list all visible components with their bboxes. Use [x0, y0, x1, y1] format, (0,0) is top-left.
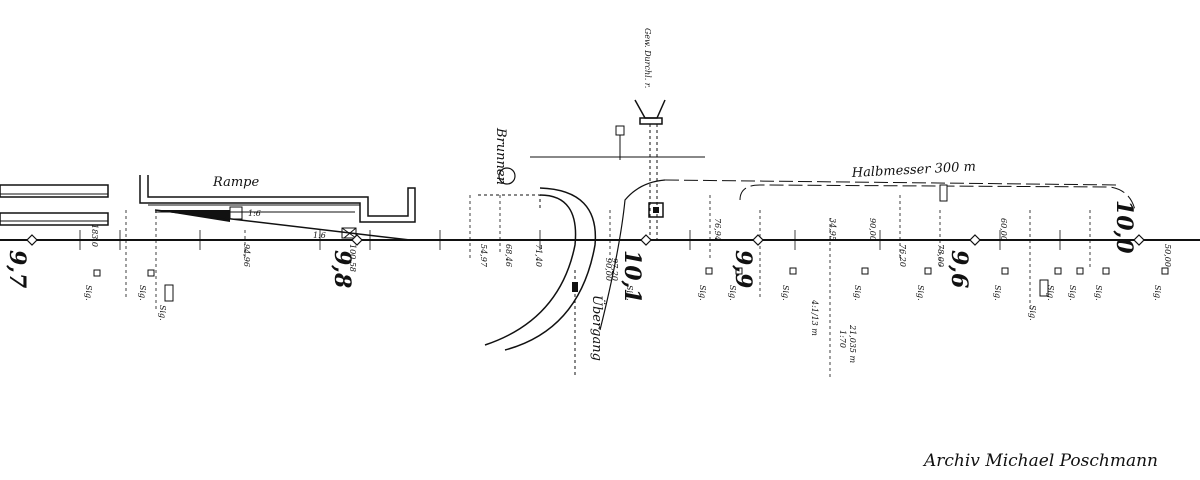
- signal-label: Sig.: [1068, 285, 1077, 301]
- signal-label: Sig.: [728, 285, 737, 301]
- station-label: 50,00: [1163, 244, 1172, 267]
- label-durchlass: Gew. Durchl. r.: [643, 28, 652, 88]
- km-label: 10,1: [619, 250, 645, 304]
- station-label: 76,20: [898, 244, 907, 267]
- station-label: 71,40: [534, 244, 543, 267]
- label-gradient: 1:70: [838, 330, 847, 348]
- station-label: 90,00: [868, 218, 877, 241]
- ramp-structure: [139, 175, 416, 241]
- curved-branch: [484, 179, 1136, 375]
- label-rampe: Rampe: [212, 175, 259, 190]
- label-gradient-3: 21,035 m: [848, 324, 857, 364]
- signal-label: Sig.: [1153, 285, 1162, 301]
- signal-label: Sig.: [625, 285, 634, 301]
- station-label: 54,97: [479, 244, 488, 268]
- signal-label: Sig.: [1094, 285, 1103, 301]
- archive-credit: Archiv Michael Poschmann: [924, 451, 1158, 471]
- culvert-structure: [634, 99, 666, 240]
- station-label: 100,58: [348, 244, 357, 272]
- well-brunnen: [478, 167, 541, 210]
- signal-label: Sig.: [781, 285, 790, 301]
- km-label: 9,6: [946, 250, 972, 288]
- signal-label: Sig.: [138, 285, 147, 301]
- signal-label: Sig.: [853, 285, 862, 301]
- km-label: 9,7: [4, 250, 30, 289]
- station-numbers: 183,0 54,97 90,00 97,20 76,94 68,46 71,4…: [90, 218, 1172, 281]
- signal-label: Sig.: [1028, 305, 1037, 321]
- station-label: 60,00: [999, 218, 1008, 241]
- km-label: 9,8: [329, 250, 355, 288]
- station-label: 183,0: [90, 224, 99, 247]
- label-brunnen: Brunnen: [493, 127, 508, 185]
- label-slope-1: 1:6: [248, 209, 261, 218]
- station-label: 94,96: [242, 244, 251, 267]
- signal-post: [615, 125, 625, 160]
- signal-label: Sig.: [916, 285, 925, 301]
- station-label: 76,94: [713, 218, 722, 241]
- signal-label: Sig.: [1046, 285, 1055, 301]
- left-sidings: [0, 184, 109, 226]
- km-label: 10,0: [1111, 200, 1137, 254]
- signal-label: Sig.: [84, 285, 93, 301]
- label-gradient-2: 4:1/13 m: [810, 299, 819, 336]
- track-ticks: [79, 230, 1061, 250]
- station-label: 68,46: [504, 244, 513, 267]
- label-halbmesser: Halbmesser 300 m: [850, 160, 976, 182]
- label-slope-2: 1:6: [313, 231, 326, 240]
- km-markers: [26, 234, 1145, 246]
- signal-label: Sig.: [993, 285, 1002, 301]
- station-label: 78,00: [936, 244, 945, 267]
- station-label: 34,95: [828, 218, 837, 241]
- signal-squares: [93, 184, 1169, 302]
- signal-label: Sig.: [698, 285, 707, 301]
- station-label: 90,00: [604, 258, 613, 281]
- km-label: 9,9: [730, 250, 756, 288]
- label-uebergang: Übergang: [589, 295, 606, 361]
- dashed-verticals: [125, 195, 1091, 380]
- signal-label: Sig.: [158, 305, 167, 321]
- station-label: 97,20: [610, 258, 619, 281]
- signal-labels: Sig. Sig. Sig. Sig. Sig. Sig. Sig. Sig. …: [84, 285, 1162, 321]
